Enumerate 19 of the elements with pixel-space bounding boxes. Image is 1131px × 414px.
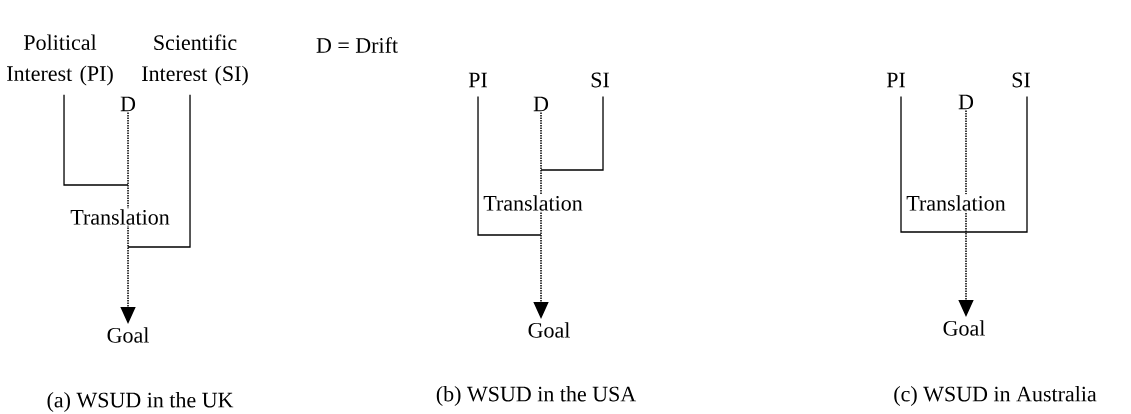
interest-label: PI <box>886 72 905 88</box>
interest-label: SI <box>591 72 609 88</box>
interest-label: Scientific Interest (SI) <box>142 34 248 86</box>
translation-label: Translation <box>905 194 1007 212</box>
goal-label: Goal <box>943 320 985 336</box>
interest-label: PI <box>468 72 487 88</box>
drift-label: D <box>533 96 549 112</box>
interest-label: Political Interest (PI) <box>7 34 113 86</box>
translation-label: Translation <box>69 208 171 226</box>
caption: (b) WSUD in the USA <box>436 386 637 406</box>
goal-label: Goal <box>528 322 570 338</box>
interest-label: SI <box>1012 72 1030 88</box>
drift-label: D <box>120 96 136 112</box>
caption: (c) WSUD in Australia <box>894 386 1097 406</box>
caption: (a) WSUD in the UK <box>47 392 234 412</box>
goal-label: Goal <box>107 327 149 343</box>
text-label: D = Drift <box>316 37 398 53</box>
drift-label: D <box>958 94 974 110</box>
translation-label: Translation <box>482 194 584 212</box>
